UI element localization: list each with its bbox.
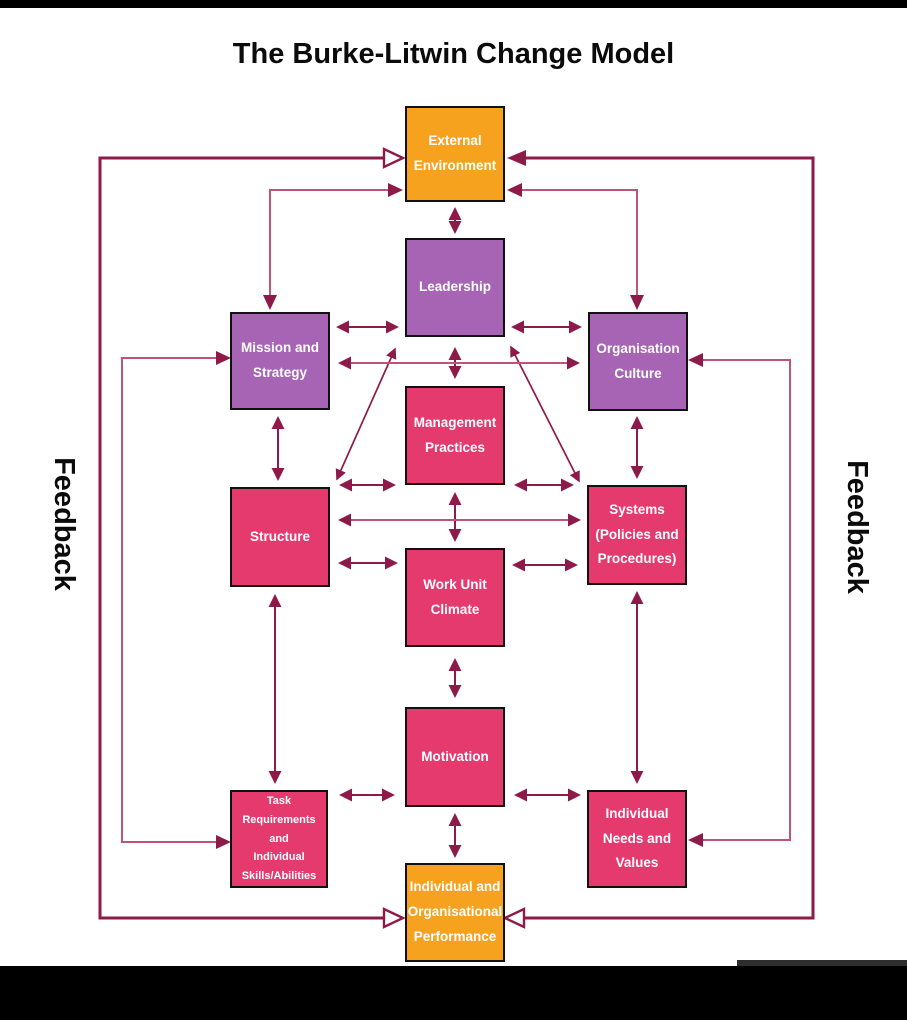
node-structure: Structure xyxy=(230,487,330,587)
bottom-frame-bar xyxy=(0,966,907,1020)
top-frame-bar xyxy=(0,0,907,8)
arrow-outer-right-feedback xyxy=(502,150,815,929)
node-work-unit-climate: Work Unit Climate xyxy=(405,548,505,647)
arrow-elbow-extenv-culture xyxy=(507,183,644,310)
node-systems: Systems (Policies and Procedures) xyxy=(587,485,687,585)
bottom-frame-notch xyxy=(737,960,907,968)
node-performance: Individual and Organisational Performanc… xyxy=(405,863,505,962)
node-task-requirements: Task Requirements and Individual Skills/… xyxy=(230,790,328,888)
node-management-practices: Management Practices xyxy=(405,386,505,485)
diagram-title: The Burke-Litwin Change Model xyxy=(232,38,675,70)
node-organisation-culture: Organisation Culture xyxy=(588,312,688,411)
arrow-outer-left-feedback xyxy=(98,147,406,929)
node-external-environment: External Environment xyxy=(405,106,505,202)
arrow-elbow-extenv-mission xyxy=(263,183,403,310)
arrow-inner-right-bracket xyxy=(688,353,791,847)
arrow-diagonal-leadership-structure xyxy=(335,347,397,481)
arrow-diagonal-leadership-systems xyxy=(510,345,580,483)
node-mission-strategy: Mission and Strategy xyxy=(230,312,330,410)
node-motivation: Motivation xyxy=(405,707,505,807)
arrow-long-set xyxy=(338,356,581,527)
node-leadership: Leadership xyxy=(405,238,505,337)
node-individual-needs: Individual Needs and Values xyxy=(587,790,687,888)
arrow-inner-left-bracket xyxy=(121,351,231,849)
